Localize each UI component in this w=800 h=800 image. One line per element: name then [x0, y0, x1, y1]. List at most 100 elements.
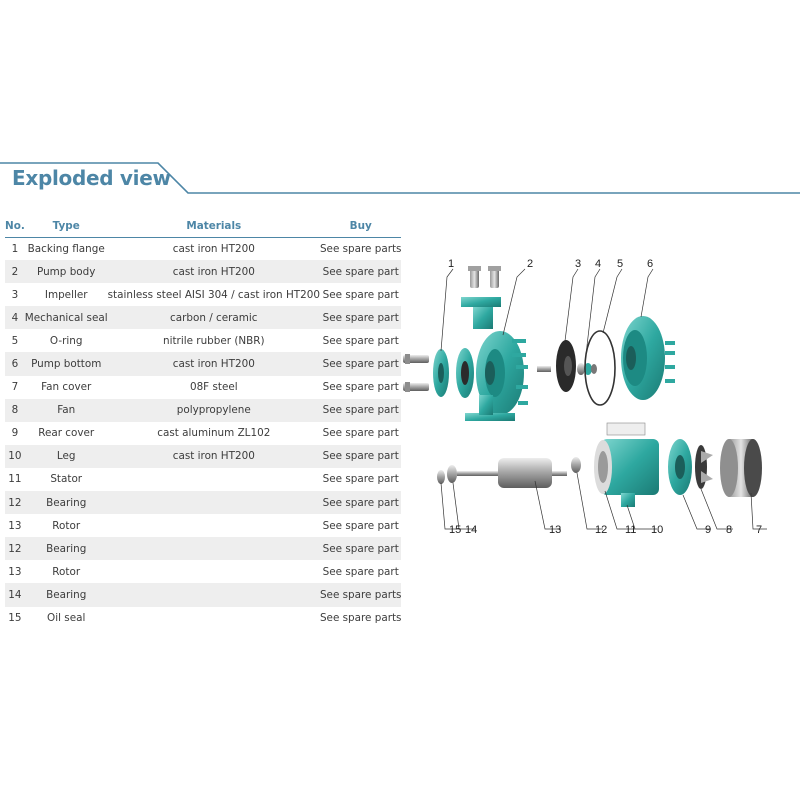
part-type: Bearing — [24, 537, 108, 561]
part-type: Stator — [24, 467, 108, 492]
pump-bottom — [621, 316, 665, 400]
row-number: 14 — [5, 583, 25, 607]
callout-14: 14 — [465, 524, 477, 536]
buy-link[interactable]: See spare part — [319, 306, 402, 330]
row-number: 1 — [5, 237, 25, 261]
rear-cover — [668, 439, 692, 495]
table-header-row: No. Type Materials Buy — [5, 215, 402, 238]
part-type: O-ring — [24, 329, 108, 353]
header-divider-line — [0, 162, 800, 194]
buy-link[interactable]: See spare parts — [319, 583, 402, 607]
row-number: 8 — [5, 398, 25, 422]
part-type: Fan cover — [24, 375, 108, 399]
part-material: polypropylene — [107, 398, 320, 422]
part-material — [107, 537, 320, 561]
callout-4: 4 — [595, 258, 601, 270]
leader-lines — [440, 268, 767, 530]
callout-11: 11 — [625, 524, 636, 536]
callout-6: 6 — [647, 258, 653, 270]
small-bolts — [512, 339, 528, 405]
row-number: 9 — [5, 421, 25, 445]
top-bolts — [468, 266, 501, 288]
callout-9: 9 — [705, 524, 711, 536]
row-number: 11 — [5, 467, 25, 492]
row-number: 13 — [5, 514, 25, 538]
stator-housing — [594, 422, 659, 507]
buy-link[interactable]: See spare part — [319, 537, 402, 561]
buy-link[interactable]: See spare part — [319, 444, 402, 468]
row-number: 4 — [5, 306, 25, 330]
row-number: 7 — [5, 375, 25, 399]
part-type: Oil seal — [24, 606, 108, 630]
pump-parts-illustration: 1 2 3 4 5 6 15 14 13 12 11 10 9 8 7 — [403, 258, 767, 536]
part-material — [107, 583, 320, 607]
part-type: Pump body — [24, 260, 108, 284]
part-material — [107, 514, 320, 538]
header-no: No. — [5, 215, 25, 238]
page-title: Exploded view — [12, 166, 171, 190]
section-header: Exploded view — [0, 160, 800, 200]
row-number: 15 — [5, 606, 25, 630]
buy-link[interactable]: See spare parts — [319, 606, 402, 630]
part-type: Leg — [24, 444, 108, 468]
buy-link[interactable]: See spare part — [319, 514, 402, 538]
part-type: Rear cover — [24, 421, 108, 445]
part-type: Impeller — [24, 283, 108, 307]
bolts-left — [403, 354, 429, 392]
buy-link[interactable]: See spare part — [319, 467, 402, 492]
row-number: 6 — [5, 352, 25, 376]
buy-link[interactable]: See spare part — [319, 375, 402, 399]
buy-link[interactable]: See spare parts — [319, 237, 402, 261]
part-type: Bearing — [24, 583, 108, 607]
part-type: Fan — [24, 398, 108, 422]
part-material — [107, 560, 320, 584]
flange-disc — [456, 348, 474, 398]
part-material: cast iron HT200 — [107, 237, 320, 261]
callout-15: 15 — [449, 524, 461, 536]
mechanical-seal — [577, 363, 597, 375]
oil-seal — [437, 470, 445, 484]
pump-body — [461, 297, 524, 421]
o-ring — [584, 330, 616, 406]
callout-5: 5 — [617, 258, 623, 270]
buy-link[interactable]: See spare part — [319, 491, 402, 515]
buy-link[interactable]: See spare part — [319, 329, 402, 353]
row-number: 12 — [5, 491, 25, 515]
callout-12: 12 — [595, 524, 607, 536]
buy-link[interactable]: See spare part — [319, 421, 402, 445]
buy-link[interactable]: See spare part — [319, 352, 402, 376]
callout-7: 7 — [756, 524, 762, 536]
row-number: 5 — [5, 329, 25, 353]
buy-link[interactable]: See spare part — [319, 398, 402, 422]
bearing-rear — [571, 457, 581, 473]
part-type: Mechanical seal — [24, 306, 108, 330]
buy-link[interactable]: See spare part — [319, 560, 402, 584]
fan-cover — [720, 439, 762, 497]
header-type: Type — [24, 215, 108, 238]
callout-1: 1 — [448, 258, 454, 270]
buy-link[interactable]: See spare part — [319, 283, 402, 307]
fan — [695, 445, 713, 489]
row-number: 2 — [5, 260, 25, 284]
exploded-pump-diagram: 1 2 3 4 5 6 15 14 13 12 11 10 9 8 7 — [395, 255, 795, 545]
part-material: cast iron HT200 — [107, 444, 320, 468]
part-type: Backing flange — [24, 237, 108, 261]
part-material: stainless steel AISI 304 / cast iron HT2… — [107, 283, 320, 307]
buy-link[interactable]: See spare part — [319, 260, 402, 284]
